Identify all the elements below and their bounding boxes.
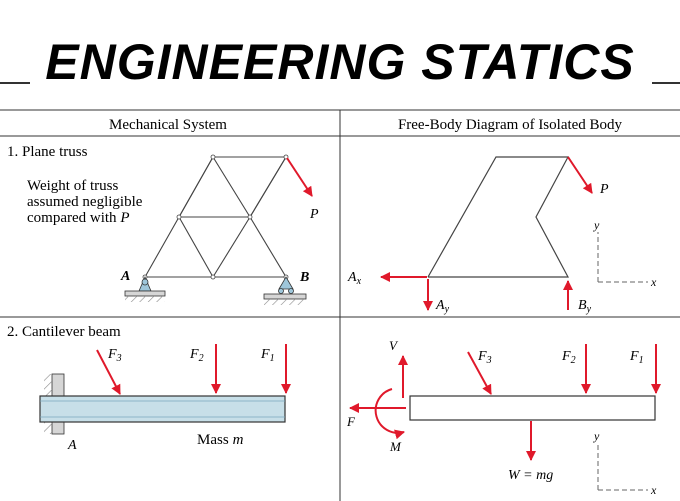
truss-note-line2: assumed negligible bbox=[27, 194, 143, 210]
truss-fbd-ax-letter: A bbox=[347, 270, 357, 285]
truss-fbd-load-arrow bbox=[567, 156, 593, 194]
beam-fbd-moment-arrow bbox=[374, 388, 405, 440]
beam-mass-text: Mass bbox=[197, 432, 229, 448]
truss-note-text: compared with bbox=[27, 210, 117, 226]
truss-support-a bbox=[124, 275, 166, 302]
beam-body bbox=[39, 395, 286, 423]
truss-load-arrow bbox=[286, 157, 313, 197]
truss-note-line3: compared with P bbox=[27, 210, 129, 226]
row-label-plane-truss: 1. Plane truss bbox=[7, 144, 88, 160]
truss-fbd-by-letter: B bbox=[578, 298, 587, 313]
truss-fbd-outline bbox=[427, 156, 569, 278]
beam-f3-sub: 3 bbox=[116, 353, 122, 364]
column-header-free-body-diagram: Free-Body Diagram of Isolated Body bbox=[398, 117, 623, 133]
page-title: ENGINEERING STATICS bbox=[45, 34, 635, 90]
truss-fbd-load-p: P bbox=[599, 182, 609, 197]
truss-note-line1: Weight of truss bbox=[27, 178, 118, 194]
truss-load-p: P bbox=[309, 207, 319, 222]
truss-label-b: B bbox=[299, 270, 309, 285]
beam-f2-label: F2 bbox=[189, 347, 204, 364]
beam-fbd-f2-letter: F bbox=[561, 349, 571, 364]
truss-fbd-axis-x: x bbox=[650, 275, 657, 289]
beam-fbd-f3-letter: F bbox=[477, 349, 487, 364]
truss bbox=[144, 156, 287, 278]
beam-fbd-body bbox=[409, 395, 656, 421]
beam-fbd-axis-y: y bbox=[593, 429, 600, 443]
beam-support-a: A bbox=[67, 438, 77, 453]
beam-fbd-f1-label: F1 bbox=[629, 349, 644, 366]
column-header-mechanical-system: Mechanical System bbox=[109, 117, 227, 133]
truss-note-p: P bbox=[117, 210, 130, 226]
truss-fbd-axis-y: y bbox=[593, 218, 600, 232]
beam-f1-sub: 1 bbox=[270, 353, 275, 364]
row-label-cantilever-beam: 2. Cantilever beam bbox=[7, 324, 121, 340]
beam-fbd-f1-sub: 1 bbox=[639, 355, 644, 366]
truss-fbd-by-label: By bbox=[578, 298, 592, 315]
beam-fbd-f2-label: F2 bbox=[561, 349, 576, 366]
truss-fbd-by-sub: y bbox=[586, 304, 592, 315]
beam-fbd-axes bbox=[597, 443, 648, 491]
beam-fbd-weight: W = mg bbox=[508, 468, 553, 483]
beam-f1-letter: F bbox=[260, 347, 270, 362]
truss-fbd-ay-letter: A bbox=[435, 298, 445, 313]
truss-fbd-ay-sub: y bbox=[444, 304, 450, 315]
truss-label-a: A bbox=[120, 269, 130, 284]
truss-support-b bbox=[263, 276, 307, 305]
beam-fbd-f3-label: F3 bbox=[477, 349, 492, 366]
beam-f3-letter: F bbox=[107, 347, 117, 362]
beam-fbd-f3-arrow bbox=[467, 351, 492, 395]
beam-fbd-m: M bbox=[389, 439, 402, 454]
beam-f2-letter: F bbox=[189, 347, 199, 362]
beam-fbd-f2-sub: 2 bbox=[571, 355, 576, 366]
beam-fbd-f: F bbox=[346, 414, 356, 429]
truss-fbd-ay-label: Ay bbox=[435, 298, 450, 315]
beam-f2-sub: 2 bbox=[199, 353, 204, 364]
truss-fbd-ax-sub: x bbox=[356, 276, 362, 287]
beam-mass-var: m bbox=[233, 432, 244, 448]
title-rule-right bbox=[652, 82, 680, 84]
beam-f1-label: F1 bbox=[260, 347, 275, 364]
beam-fbd-v: V bbox=[389, 338, 399, 353]
beam-fbd-axis-x: x bbox=[650, 483, 657, 497]
beam-fbd-f1-letter: F bbox=[629, 349, 639, 364]
truss-fbd-axes bbox=[597, 232, 648, 283]
title-rule-left bbox=[0, 82, 30, 84]
truss-fbd-ax-label: Ax bbox=[347, 270, 362, 287]
beam-fbd-f3-sub: 3 bbox=[486, 355, 492, 366]
beam-f3-arrow bbox=[96, 349, 121, 395]
beam-f3-label: F3 bbox=[107, 347, 122, 364]
table-frame bbox=[0, 109, 680, 501]
